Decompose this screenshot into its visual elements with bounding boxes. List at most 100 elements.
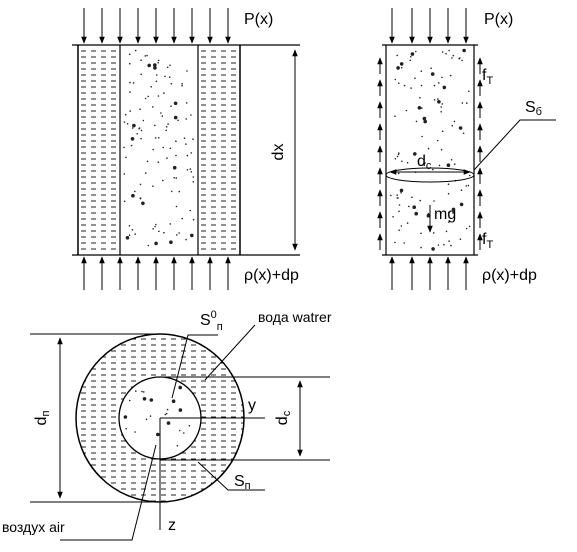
speckle: [164, 413, 167, 416]
axis-y-label: y: [248, 397, 256, 414]
speckle: [398, 152, 400, 154]
speckle: [446, 163, 451, 167]
speckle: [129, 62, 131, 65]
top-pressure-arrows: [81, 8, 231, 44]
speckle: [400, 67, 403, 69]
speckle: [453, 120, 456, 123]
speckle: [173, 115, 178, 120]
speckle: [128, 399, 131, 402]
speckle: [185, 118, 187, 120]
speckle: [140, 73, 142, 76]
speckle: [140, 137, 142, 140]
speckle: [131, 127, 134, 129]
speckle: [140, 59, 142, 61]
speckle: [400, 192, 402, 194]
pore-cross-section: y z dп dс S0п вода watrer Sп воздух air: [2, 309, 332, 541]
speckle: [165, 412, 168, 415]
speckle: [143, 391, 145, 393]
speckle: [166, 421, 171, 425]
speckle: [152, 148, 154, 151]
speckle: [123, 121, 126, 123]
speckle: [181, 82, 183, 85]
speckle: [186, 169, 189, 171]
speckle: [126, 123, 129, 125]
speckle: [432, 232, 435, 234]
speckle: [412, 205, 417, 209]
speckle: [186, 70, 188, 72]
speckle: [431, 247, 435, 251]
speckle: [448, 221, 450, 223]
speckle: [459, 57, 461, 59]
speckle: [421, 107, 423, 109]
speckle: [440, 111, 443, 113]
speckle: [153, 66, 157, 70]
speckle: [406, 222, 409, 224]
speckle: [139, 197, 142, 199]
speckle: [447, 183, 450, 185]
speckle: [405, 109, 408, 112]
speckle: [154, 124, 156, 127]
speckle: [426, 213, 431, 218]
speckle: [170, 105, 172, 107]
speckle: [419, 96, 421, 99]
water-label: вода watrer: [258, 309, 332, 325]
speckle: [142, 119, 145, 122]
speckle: [164, 75, 166, 78]
speckle: [134, 431, 136, 433]
speckle: [169, 240, 173, 244]
speckle: [147, 244, 150, 247]
speckle: [125, 156, 127, 159]
speckle: [433, 99, 436, 101]
speckle: [192, 138, 194, 140]
speckle: [173, 177, 175, 179]
speckle: [154, 225, 156, 228]
speckle: [189, 209, 191, 212]
speckle: [178, 408, 183, 412]
speckle: [152, 106, 154, 108]
speckle: [178, 232, 180, 234]
speckle: [162, 179, 164, 182]
core-diameter-label: dс: [417, 153, 432, 172]
speckle: [144, 97, 147, 100]
outer-diameter-label: dп: [33, 411, 52, 426]
speckle: [131, 193, 135, 198]
speckle: [417, 106, 422, 110]
speckle: [128, 53, 131, 55]
speckle: [465, 227, 468, 230]
pore-area-label: Sп: [234, 473, 251, 492]
speckle: [458, 126, 463, 130]
speckle: [167, 123, 169, 125]
speckle: [409, 59, 412, 62]
water-area-label: S0п: [200, 309, 223, 333]
speckle: [175, 177, 178, 179]
right-bottom-pressure-arrows: [389, 256, 469, 290]
gravity-label: mg: [434, 206, 456, 223]
speckle: [398, 82, 400, 85]
right-bottom-pressure-label: ρ(x)+dp: [482, 267, 537, 284]
speckle: [132, 82, 135, 84]
speckle: [441, 130, 444, 133]
speckle: [158, 230, 160, 233]
speckle: [398, 210, 400, 213]
speckle: [169, 223, 171, 225]
speckle: [450, 159, 453, 161]
speckle: [185, 238, 187, 241]
side-area-label: Sб: [525, 99, 542, 118]
speckle: [123, 173, 126, 175]
speckle: [437, 244, 440, 246]
speckle: [154, 241, 158, 246]
speckle: [430, 72, 435, 76]
speckle: [423, 119, 428, 124]
speckle: [410, 56, 412, 58]
speckle: [140, 129, 143, 132]
friction-bottom-label: fT: [482, 231, 493, 251]
speckle: [414, 211, 419, 216]
speckle: [411, 196, 413, 199]
speckle: [192, 181, 195, 183]
speckle: [420, 70, 423, 72]
speckle: [433, 84, 436, 87]
speckle: [399, 62, 404, 66]
speckle: [147, 63, 151, 68]
speckle: [437, 100, 441, 104]
pore-area-leader: [197, 461, 265, 491]
